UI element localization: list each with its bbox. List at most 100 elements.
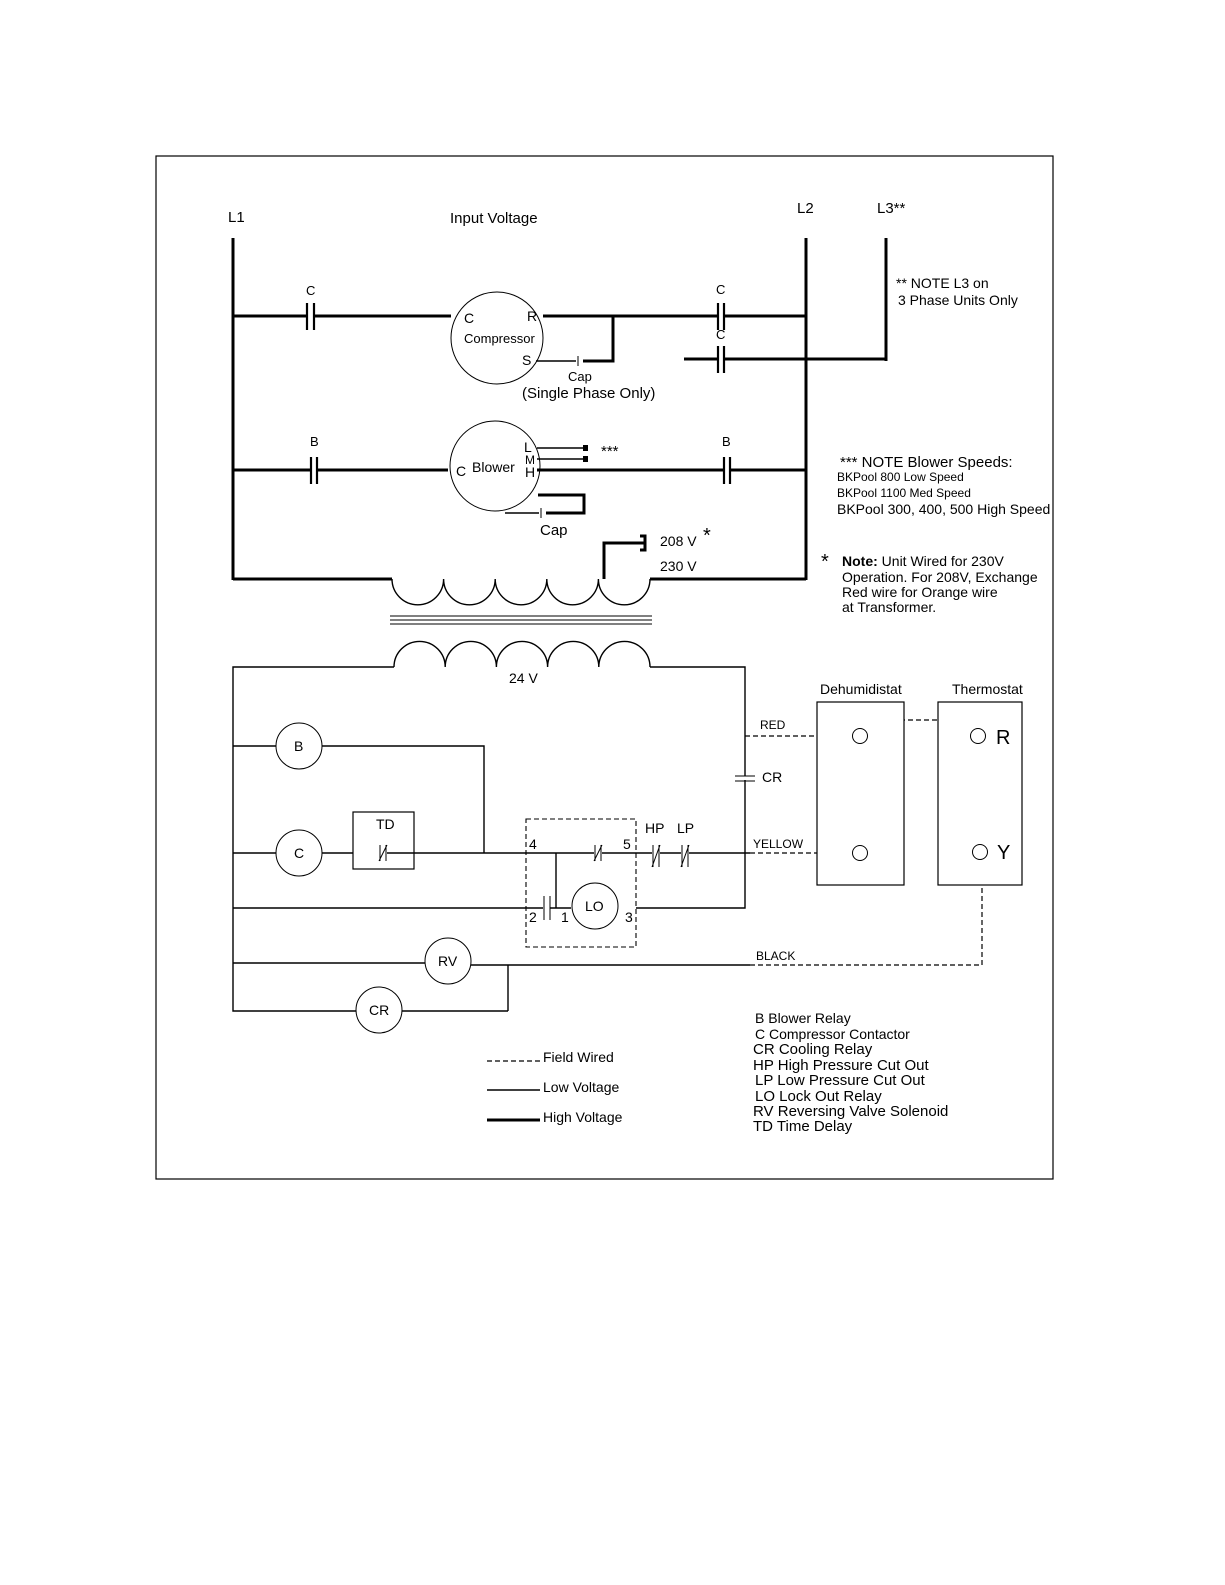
lo-terminal-4: 4 xyxy=(529,836,537,852)
dehumidistat-label: Dehumidistat xyxy=(820,681,902,697)
lo-terminal-3: 3 xyxy=(625,909,633,925)
contact-c-right2-label: C xyxy=(716,327,725,342)
note-230-line4: at Transformer. xyxy=(842,599,936,615)
thermostat-r-label: R xyxy=(996,727,1010,749)
lockout-relay-label: LO xyxy=(585,898,604,914)
compressor-terminal-c: C xyxy=(464,310,474,326)
compressor-label: Compressor xyxy=(464,331,535,346)
lo-terminal-5: 5 xyxy=(623,836,631,852)
note-blower-line2: BKPool 800 Low Speed xyxy=(837,470,964,484)
dehumidistat-terminal-top xyxy=(852,728,868,744)
transformer-primary-coil xyxy=(391,578,651,606)
abbrev-c: C Compressor Contactor xyxy=(755,1026,910,1042)
relay-c-label: C xyxy=(294,845,304,861)
thermostat-y-label: Y xyxy=(997,842,1010,864)
transformer-208v-label: 208 V xyxy=(660,533,697,549)
blower-terminal-l: L xyxy=(524,439,532,455)
contact-c-left-label: C xyxy=(306,283,315,298)
transformer-secondary-coil xyxy=(393,640,651,668)
note-230-star: * xyxy=(821,551,829,573)
line-l3-label: L3** xyxy=(877,200,906,217)
note-230-line2: Operation. For 208V, Exchange xyxy=(842,569,1038,585)
lockout-relay-coil xyxy=(571,882,619,930)
relay-b-label: B xyxy=(294,738,303,754)
lo-terminal-2: 2 xyxy=(529,909,537,925)
note-blower-line1: *** NOTE Blower Speeds: xyxy=(840,454,1013,471)
abbrev-rv: RV Reversing Valve Solenoid xyxy=(753,1103,948,1120)
cooling-relay-label: CR xyxy=(369,1002,389,1018)
contact-b-right xyxy=(722,457,732,484)
transformer-24v-label: 24 V xyxy=(509,670,538,686)
abbrev-cr: CR Cooling Relay xyxy=(753,1041,873,1058)
abbrev-b: B Blower Relay xyxy=(755,1010,851,1026)
contact-c-right1-label: C xyxy=(716,282,725,297)
thermostat-terminal-y xyxy=(972,844,988,860)
compressor-terminal-s: S xyxy=(522,352,531,368)
abbrev-lp: LP Low Pressure Cut Out xyxy=(755,1072,926,1089)
wire-black xyxy=(750,859,983,966)
transformer-core xyxy=(390,615,652,625)
transformer-230v-label: 230 V xyxy=(660,558,697,574)
contact-b-left-label: B xyxy=(310,434,319,449)
lo-contact-4-5 xyxy=(593,844,603,862)
time-delay-box xyxy=(352,811,415,870)
abbrev-hp: HP High Pressure Cut Out xyxy=(753,1057,929,1074)
note-230-line1-bold: Note: xyxy=(842,553,878,569)
wire-cr-to-lo xyxy=(636,780,746,909)
wire-cap-loop xyxy=(583,316,615,363)
dehumidistat-terminal-bottom xyxy=(852,845,868,861)
legend-low-label: Low Voltage xyxy=(543,1079,619,1095)
contact-cr xyxy=(735,775,755,782)
blower-label: Blower xyxy=(472,459,515,475)
legend-field-label: Field Wired xyxy=(543,1049,614,1065)
thermostat-label: Thermostat xyxy=(952,681,1023,697)
legend-high-label: High Voltage xyxy=(543,1109,623,1125)
cooling-relay xyxy=(355,986,403,1034)
wire-230v-tap xyxy=(602,541,645,579)
blower-terminal-c: C xyxy=(456,463,466,479)
single-phase-label: (Single Phase Only) xyxy=(522,385,655,402)
diagram-border xyxy=(155,155,1054,1180)
contact-b-left xyxy=(309,457,319,484)
wire-b-relay-right xyxy=(322,745,485,853)
note-230-line1-rest: Unit Wired for 230V xyxy=(878,553,1005,569)
blower-terminal-m: M xyxy=(525,453,535,467)
lo-terminal-1: 1 xyxy=(561,909,569,925)
compressor-motor xyxy=(450,291,544,385)
note-230-line3: Red wire for Orange wire xyxy=(842,584,998,600)
hp-switch xyxy=(651,844,661,868)
abbrev-lo: LO Lock Out Relay xyxy=(755,1088,882,1105)
contact-c-right2 xyxy=(716,346,726,373)
blower-stars: *** xyxy=(601,443,619,460)
reversing-valve-solenoid xyxy=(424,937,472,985)
line-l1-label: L1 xyxy=(228,209,245,226)
hp-switch-label: HP xyxy=(645,820,664,836)
thermostat-terminal-r xyxy=(970,728,986,744)
wire-blower-cap xyxy=(538,493,586,515)
wire-red-label: RED xyxy=(760,718,786,732)
lp-switch xyxy=(680,844,690,868)
compressor-cap-label: Cap xyxy=(568,369,592,384)
blower-motor xyxy=(449,420,541,512)
reversing-valve-label: RV xyxy=(438,953,458,969)
tap-208v-marker xyxy=(640,534,647,552)
contact-c-left xyxy=(305,303,316,330)
line-l2-label: L2 xyxy=(797,200,814,217)
note-230-line1: Note: Unit Wired for 230V xyxy=(842,553,1004,569)
note-l3-line2: 3 Phase Units Only xyxy=(898,292,1018,308)
compressor-terminal-r: R xyxy=(527,308,537,324)
blower-terminal-h: H xyxy=(525,464,535,480)
transformer-star: * xyxy=(703,525,711,547)
abbrev-td: TD Time Delay xyxy=(753,1118,853,1135)
wire-secondary-right xyxy=(650,666,746,776)
blower-cap-label: Cap xyxy=(540,522,568,539)
contact-cr-label: CR xyxy=(762,769,782,785)
wire-black-label: BLACK xyxy=(756,949,795,963)
lo-contact-2-1 xyxy=(543,896,551,920)
input-voltage-label: Input Voltage xyxy=(450,210,538,227)
contact-b-right-label: B xyxy=(722,434,731,449)
time-delay-contact xyxy=(378,844,388,862)
note-blower-line3: BKPool 1100 Med Speed xyxy=(837,486,971,500)
lp-switch-label: LP xyxy=(677,820,694,836)
